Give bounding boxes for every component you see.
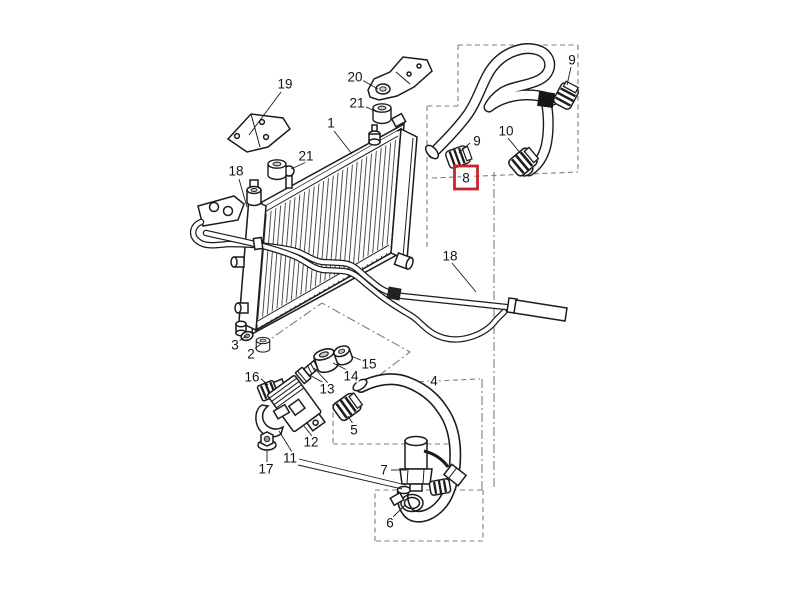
part-label-8-9[interactable]: 8	[460, 169, 472, 188]
radiator-artwork	[230, 112, 418, 337]
part-label-6-23[interactable]: 6	[384, 514, 396, 533]
part-label-2-12[interactable]: 2	[245, 345, 257, 364]
foot-boss	[235, 320, 247, 337]
part-label-11-18[interactable]: 11	[281, 449, 299, 468]
clip-11	[255, 403, 291, 438]
part-label-9-6[interactable]: 9	[471, 132, 483, 151]
part-label-15-16[interactable]: 15	[359, 355, 378, 374]
hose-clamp-9-right	[551, 78, 582, 112]
mount-pin-top	[368, 124, 381, 146]
hose-clamp-6	[389, 491, 424, 513]
washer-3	[240, 330, 254, 342]
part-label-3-11[interactable]: 3	[229, 336, 241, 355]
part-label-21-3[interactable]: 21	[347, 94, 366, 113]
bushing-2	[255, 336, 271, 353]
rubber-mount-21-left	[267, 159, 287, 181]
part-label-14-15[interactable]: 14	[341, 367, 361, 386]
part-label-21-4[interactable]: 21	[296, 147, 315, 166]
part-label-9-7[interactable]: 9	[566, 51, 578, 70]
filler-neck	[246, 179, 262, 207]
hardware-artwork	[240, 330, 354, 451]
upper-hose-artwork	[424, 43, 582, 179]
bracket-20-artwork	[367, 56, 433, 101]
rubber-mount-21-top	[372, 103, 392, 125]
part-label-7-22[interactable]: 7	[378, 461, 390, 480]
bracket-19-artwork	[226, 113, 291, 153]
outlet-elbow	[393, 252, 414, 270]
part-label-10-8[interactable]: 10	[496, 122, 515, 141]
part-label-17-19[interactable]: 17	[256, 460, 275, 479]
part-label-5-20[interactable]: 5	[348, 421, 360, 440]
nut-17	[257, 431, 277, 451]
highlight-box-part-8	[453, 164, 479, 191]
part-label-4-21[interactable]: 4	[428, 372, 440, 391]
tank-pegs	[230, 256, 249, 314]
part-label-16-13[interactable]: 16	[242, 368, 261, 387]
lower-hose-artwork	[330, 373, 468, 523]
part-label-12-17[interactable]: 12	[301, 433, 320, 452]
fitting-15	[333, 345, 354, 366]
bracket-12	[267, 375, 327, 433]
part-label-18-5[interactable]: 18	[226, 162, 245, 181]
cooler-pipes-artwork	[190, 195, 568, 343]
part-label-18-10[interactable]: 18	[440, 247, 459, 266]
sensor-7-artwork	[399, 435, 468, 496]
part-label-20-2[interactable]: 20	[345, 68, 364, 87]
part-label-13-14[interactable]: 13	[317, 380, 336, 399]
part-label-19-1[interactable]: 19	[275, 75, 294, 94]
leader-lines	[238, 66, 572, 518]
hose-clamp-5	[330, 389, 366, 424]
part-label-1-0[interactable]: 1	[325, 114, 337, 133]
